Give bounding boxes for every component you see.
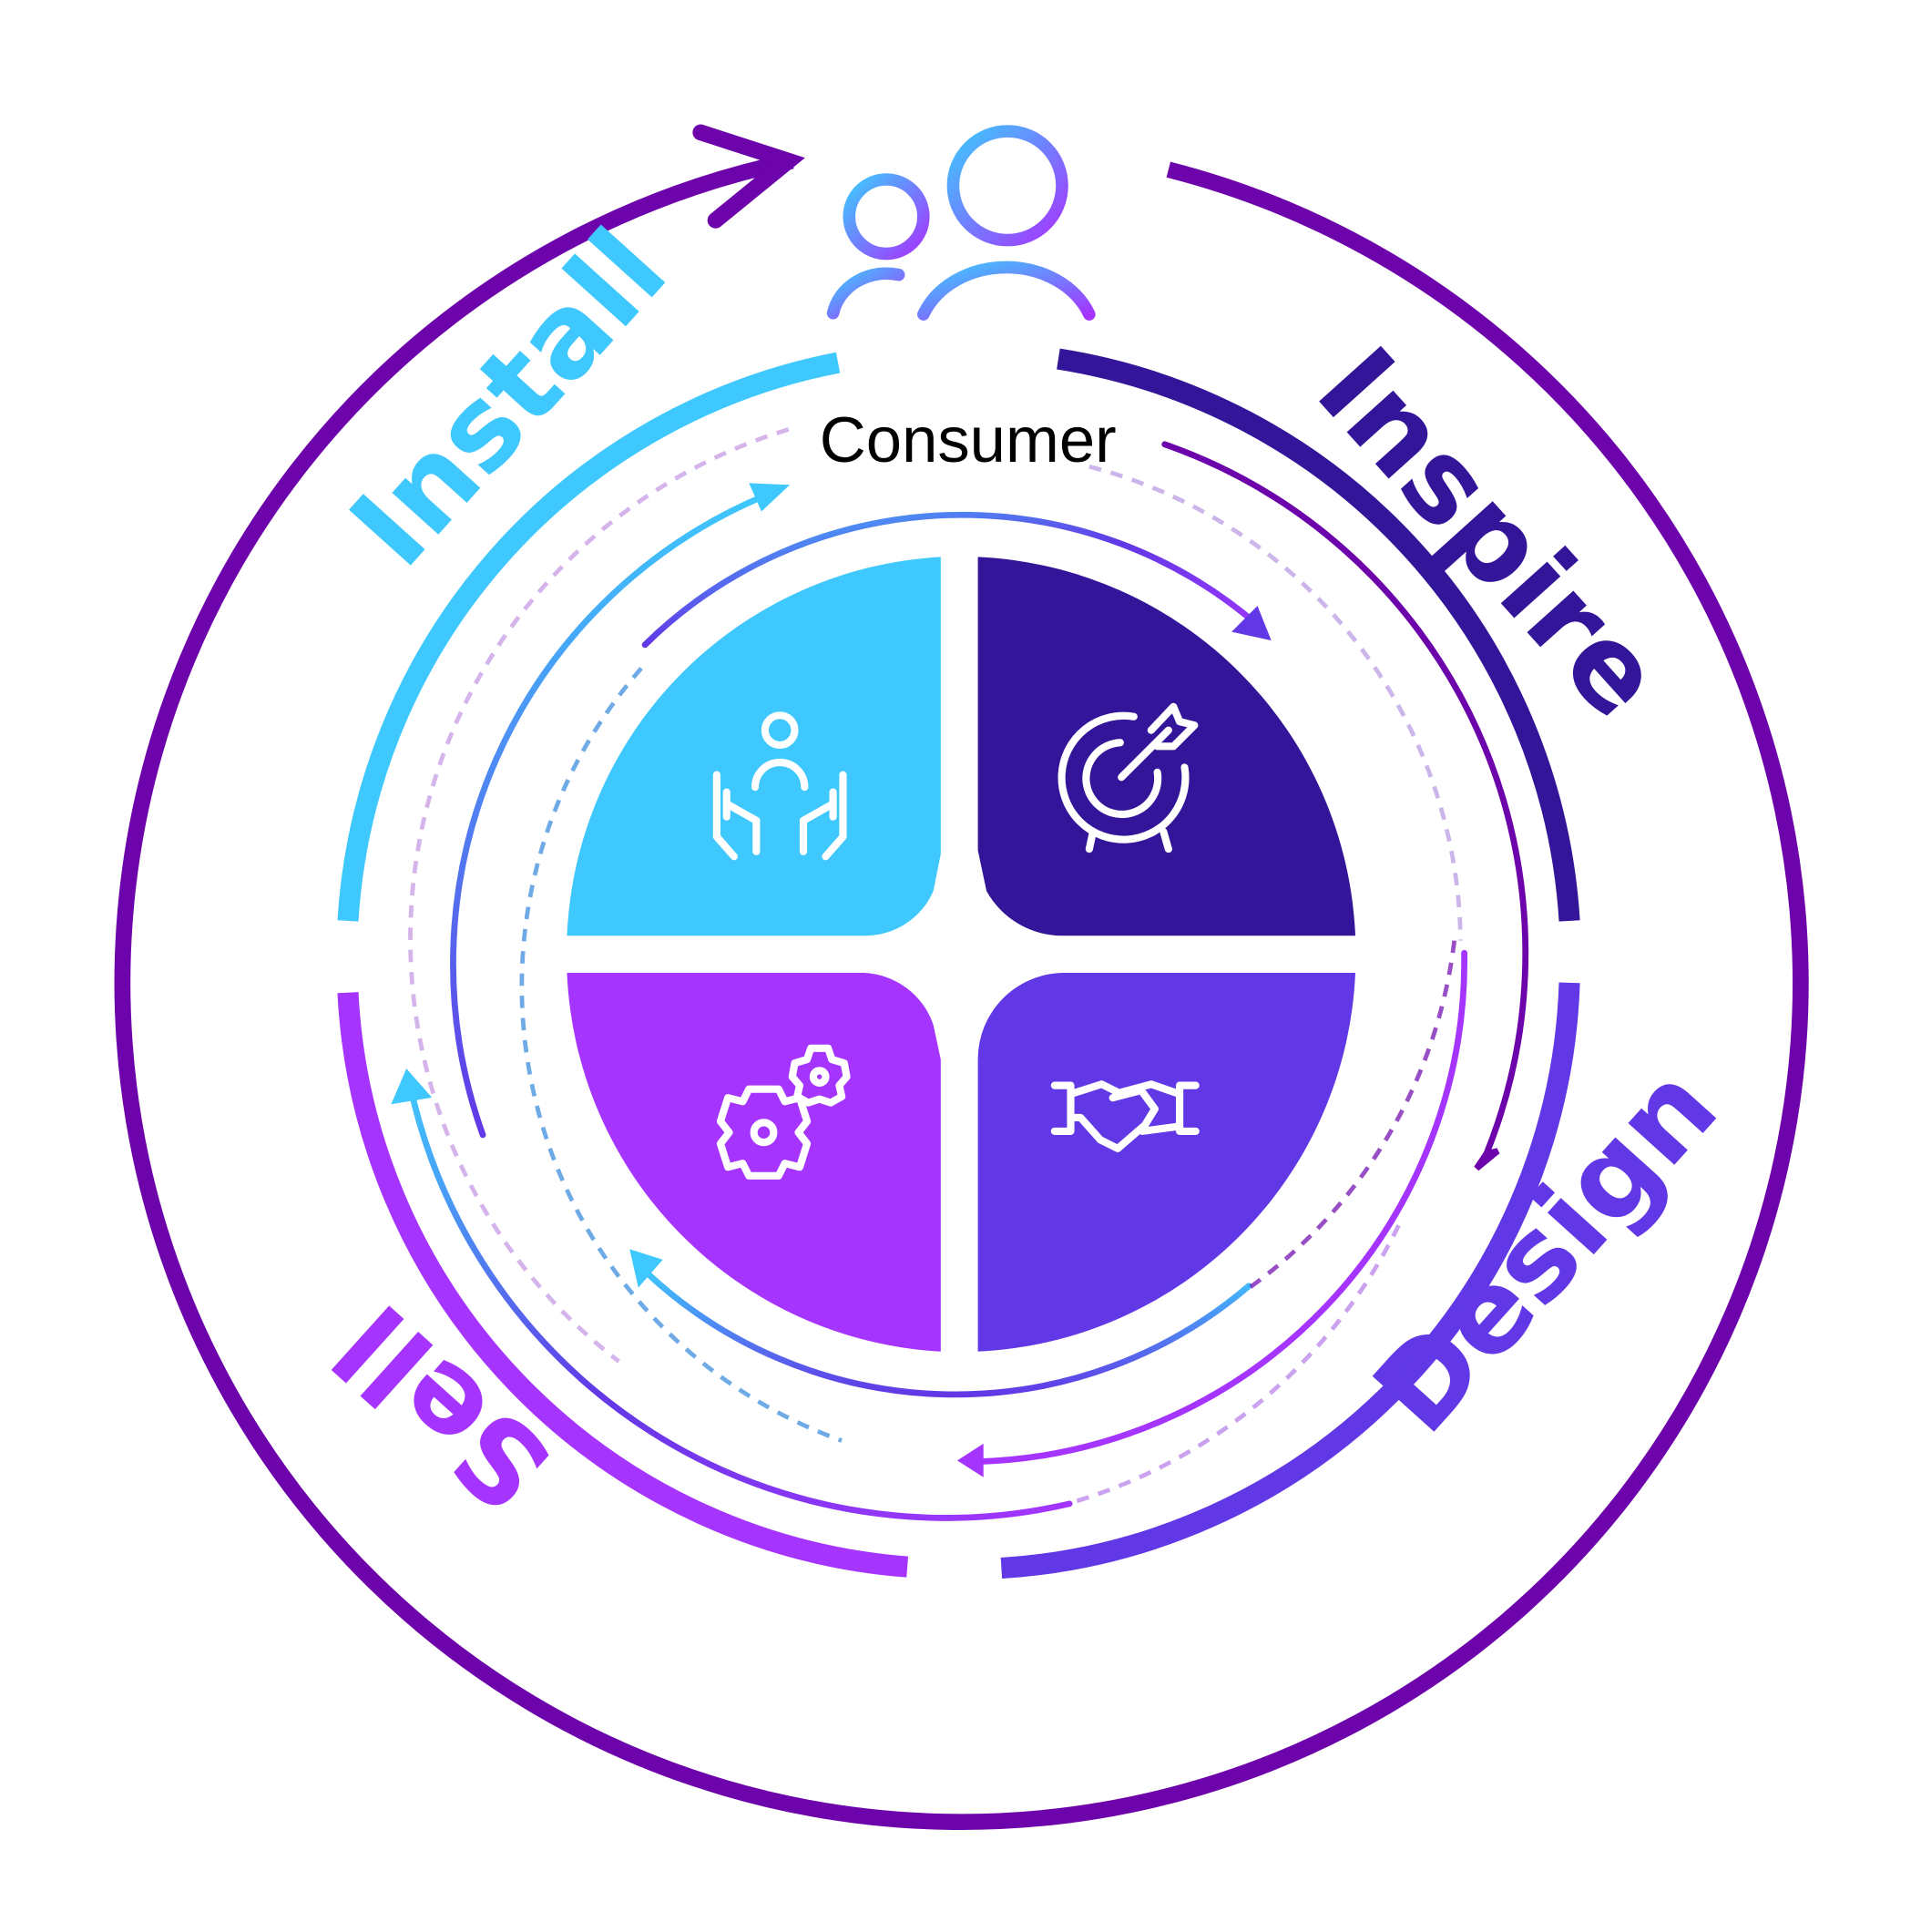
stage-label-sell: Sell <box>312 1279 577 1536</box>
quadrant-install <box>567 557 941 936</box>
flow-arrows-ring <box>391 441 1529 1521</box>
dashed-guide-rings <box>408 427 1463 1505</box>
gears-icon <box>716 1044 851 1180</box>
install-arc <box>337 352 841 922</box>
sell-arc <box>337 992 909 1578</box>
quadrant-design <box>977 972 1356 1352</box>
handshake-icon <box>1050 1080 1200 1152</box>
hands-support-person-icon <box>712 711 847 861</box>
design-arc <box>1000 982 1580 1579</box>
center-label: Consumer <box>820 404 1117 475</box>
center-quadrants <box>567 557 1356 1352</box>
inspire-arc <box>1057 348 1580 922</box>
stage-label-inspire: Inspire <box>1292 323 1688 742</box>
outer-ring-arrowhead <box>692 124 805 229</box>
quadrant-sell <box>567 972 941 1352</box>
target-arrow-icon <box>1057 702 1199 854</box>
consumer-group-icon <box>826 125 1096 321</box>
outer-cycle-ring <box>114 124 1809 1830</box>
stage-arcs <box>337 348 1580 1579</box>
